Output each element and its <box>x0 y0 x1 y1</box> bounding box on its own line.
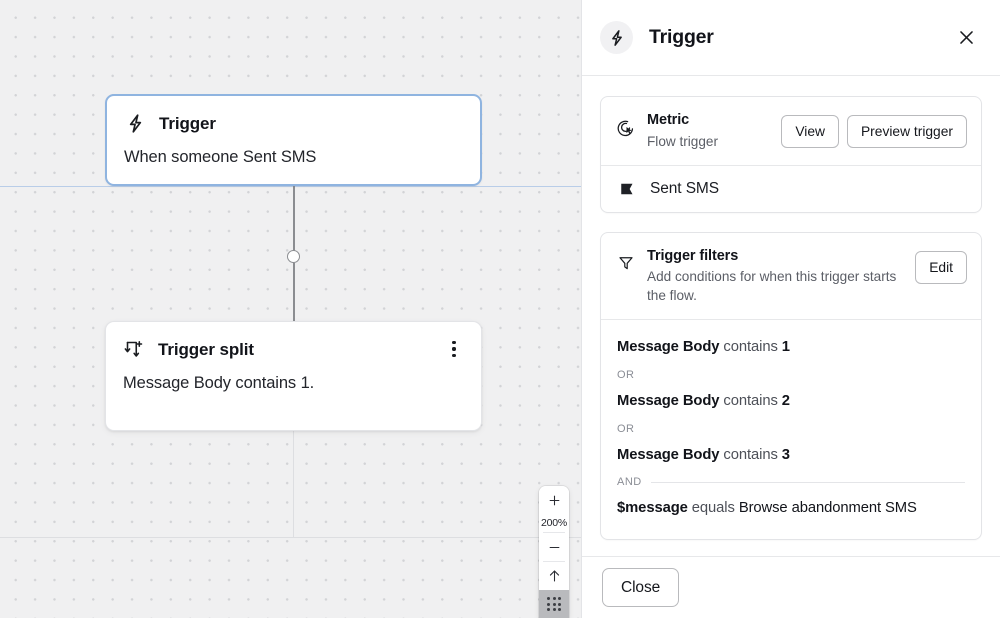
close-button[interactable]: Close <box>602 567 680 608</box>
flow-node-trigger-body: When someone Sent SMS <box>124 148 317 166</box>
condition-operator: contains <box>719 392 782 409</box>
preview-trigger-button[interactable]: Preview trigger <box>846 115 967 149</box>
condition-joiner-label: OR <box>617 368 635 381</box>
condition-joiner: AND <box>617 469 965 494</box>
condition-joiner-rule <box>650 481 965 483</box>
split-arrows-icon <box>123 338 146 361</box>
trigger-detail-panel: Trigger <box>581 0 1000 618</box>
filter-condition: Message Body contains 2 <box>617 387 965 416</box>
canvas-zoom-toolbar[interactable]: 200% <box>539 486 569 618</box>
condition-value: Browse abandonment SMS <box>738 500 917 517</box>
condition-operator: contains <box>719 446 782 463</box>
zoom-divider-2 <box>543 561 565 562</box>
connector-line-upper <box>293 186 295 257</box>
condition-joiner: OR <box>617 416 965 441</box>
filter-funnel-icon <box>615 247 637 272</box>
flag-icon <box>617 180 639 198</box>
condition-joiner-label: OR <box>617 422 635 435</box>
trigger-filters-actions: Edit <box>915 247 967 284</box>
edit-trigger-filters-button[interactable]: Edit <box>915 250 967 284</box>
flow-node-trigger[interactable]: Trigger When someone Sent SMS <box>105 94 482 186</box>
metric-card-actions: View Preview trigger <box>781 111 967 149</box>
flow-node-options-kebab-icon[interactable] <box>443 338 465 360</box>
metric-card-divider <box>601 164 981 166</box>
trigger-filters-text: Trigger filters Add conditions for when … <box>647 247 905 306</box>
connector-line-lower <box>293 263 295 321</box>
condition-joiner-label: AND <box>617 476 642 489</box>
grid-dots-icon <box>546 596 562 612</box>
lightning-bolt-icon <box>124 112 147 135</box>
condition-field: Message Body <box>617 392 720 409</box>
flow-node-trigger-title: Trigger <box>159 113 216 133</box>
condition-value: 3 <box>781 446 790 463</box>
trigger-filters-title: Trigger filters <box>647 247 739 264</box>
connector-node-dot[interactable] <box>287 250 300 263</box>
condition-value: 1 <box>781 339 790 356</box>
metric-name-label: Sent SMS <box>650 179 719 197</box>
grid-toggle-icon[interactable] <box>539 590 569 618</box>
metric-target-icon <box>615 111 637 137</box>
metric-card-subtitle: Flow trigger <box>647 133 719 149</box>
metric-card: Metric Flow trigger View Preview trigger <box>600 96 982 213</box>
condition-field: Message Body <box>617 339 720 356</box>
zoom-divider-1 <box>543 532 565 533</box>
zoom-level-label: 200% <box>540 517 568 529</box>
flow-node-trigger-split-title: Trigger split <box>158 339 254 359</box>
metric-card-text: Metric Flow trigger <box>647 111 771 151</box>
panel-footer: Close <box>582 556 1000 618</box>
flow-node-trigger-split-body: Message Body contains 1. <box>123 374 315 392</box>
condition-operator: contains <box>719 339 782 356</box>
filter-condition: Message Body contains 1 <box>617 333 965 362</box>
zoom-out-button[interactable] <box>539 533 569 561</box>
close-icon[interactable] <box>952 24 980 52</box>
metric-card-header: Metric Flow trigger View Preview trigger <box>601 97 981 165</box>
flow-node-trigger-split-header: Trigger split <box>106 322 481 361</box>
condition-field: Message Body <box>617 446 720 463</box>
flow-canvas[interactable]: Trigger When someone Sent SMS Trigger <box>0 0 581 618</box>
condition-value: 2 <box>781 392 790 409</box>
flow-node-trigger-header: Trigger <box>107 96 480 135</box>
zoom-in-button[interactable] <box>539 486 569 514</box>
fit-to-screen-button[interactable] <box>539 562 569 590</box>
trigger-filters-divider <box>601 319 981 321</box>
condition-operator: equals <box>687 500 739 517</box>
metric-card-title: Metric <box>647 112 690 128</box>
alignment-guide-top <box>0 186 581 187</box>
trigger-filters-header: Trigger filters Add conditions for when … <box>601 233 981 320</box>
trigger-filters-card: Trigger filters Add conditions for when … <box>600 231 982 541</box>
view-button[interactable]: View <box>781 115 839 149</box>
lightning-bolt-icon <box>600 21 633 54</box>
filter-condition: $message equals Browse abandonment SMS <box>617 494 965 523</box>
panel-header: Trigger <box>582 0 1000 76</box>
flow-node-trigger-split[interactable]: Trigger split Message Body contains 1. <box>105 321 482 431</box>
panel-content-scroll[interactable]: Metric Flow trigger View Preview trigger <box>582 76 1000 556</box>
condition-joiner: OR <box>617 362 965 387</box>
trigger-filters-subtitle: Add conditions for when this trigger sta… <box>647 269 897 304</box>
condition-field: $message <box>617 500 688 517</box>
metric-name-row: Sent SMS <box>601 166 981 212</box>
panel-title: Trigger <box>649 26 714 48</box>
alignment-guide-bottom <box>0 537 581 538</box>
filter-condition: Message Body contains 3 <box>617 441 965 470</box>
